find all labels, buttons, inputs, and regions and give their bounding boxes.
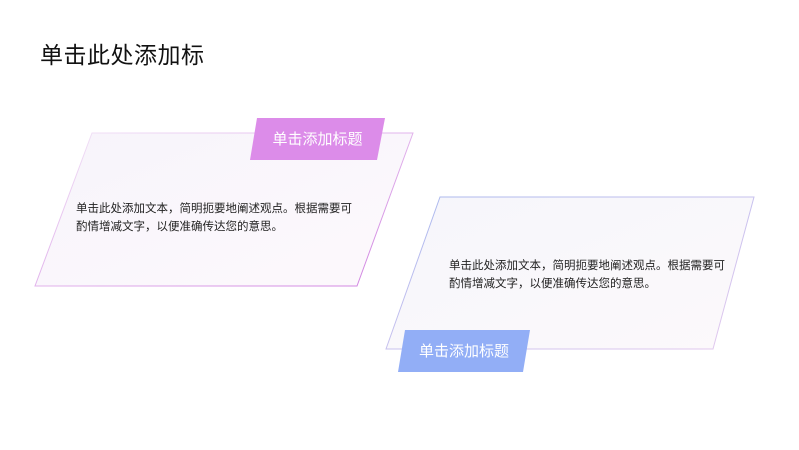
card-1-background — [35, 133, 413, 286]
card-1-body-text[interactable]: 单击此处添加文本，简明扼要地阐述观点。根据需要可酌情增减文字，以便准确传达您的意… — [76, 201, 352, 233]
page-title[interactable]: 单击此处添加标 — [40, 43, 205, 69]
card-2-border — [385, 196, 755, 350]
card-2-body-text[interactable]: 单击此处添加文本，简明扼要地阐述观点。根据需要可酌情增减文字，以便准确传达您的意… — [449, 258, 725, 290]
card-2-background — [386, 197, 754, 349]
card-2-title[interactable]: 单击添加标题 — [418, 341, 509, 360]
card-1-tag-shape — [250, 118, 385, 160]
card-2-tag-shape — [398, 330, 530, 372]
card-1-title[interactable]: 单击添加标题 — [272, 129, 363, 148]
